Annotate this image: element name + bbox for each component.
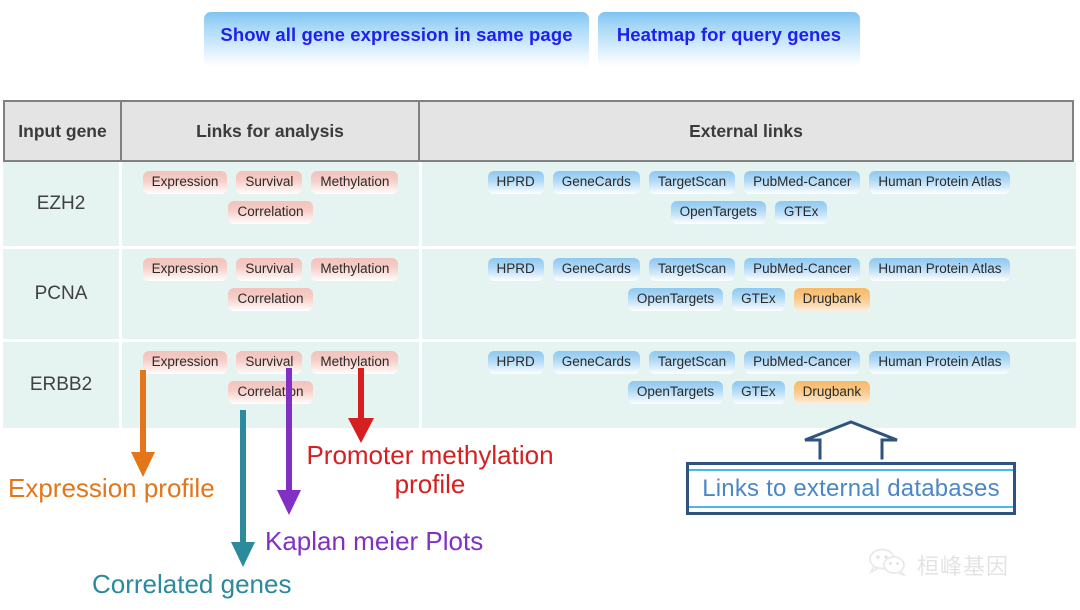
analysis-badge-row: Expression Survival Methylation — [122, 171, 419, 195]
external-links-cell: HPRD GeneCards TargetScan PubMed-Cancer Huma… — [422, 162, 1076, 246]
analysis-link-correlation[interactable]: Correlation — [228, 288, 313, 312]
watermark-text: 桓峰基因 — [917, 554, 1010, 580]
external-link-pubmed-cancer[interactable]: PubMed-Cancer — [744, 171, 861, 195]
external-link-genecards[interactable]: GeneCards — [552, 258, 640, 282]
external-link-gtex[interactable]: GTEx — [732, 381, 785, 405]
external-badge-row: HPRD GeneCards TargetScan PubMed-Cancer Huma… — [422, 171, 1076, 195]
external-link-hprd[interactable]: HPRD — [487, 171, 544, 195]
external-link-drugbank[interactable]: Drugbank — [793, 288, 871, 312]
analysis-badge-row: Correlation — [122, 381, 419, 405]
wechat-icon — [868, 548, 908, 581]
analysis-link-expression[interactable]: Expression — [142, 171, 228, 195]
external-link-gtex[interactable]: GTEx — [774, 201, 828, 225]
gene-name-cell: ERBB2 — [3, 342, 122, 428]
external-link-human-protein-atlas[interactable]: Human Protein Atlas — [869, 351, 1011, 375]
external-link-hprd[interactable]: HPRD — [487, 351, 544, 375]
callout-bottom-accent-line — [689, 506, 1013, 508]
show-all-gene-expression-button[interactable]: Show all gene expression in same page — [204, 12, 589, 68]
gene-name-cell: EZH2 — [3, 162, 122, 246]
analysis-link-expression[interactable]: Expression — [142, 351, 228, 375]
external-link-human-protein-atlas[interactable]: Human Protein Atlas — [869, 171, 1011, 195]
external-badge-row: OpenTargets GTEx — [422, 201, 1076, 225]
external-databases-callout: Links to external databases — [686, 462, 1016, 515]
external-link-targetscan[interactable]: TargetScan — [648, 171, 736, 195]
column-header-input-gene: Input gene — [3, 100, 122, 162]
external-badge-row: OpenTargets GTEx Drugbank — [422, 288, 1076, 312]
watermark: 桓峰基因 — [868, 548, 1009, 581]
external-badge-row: OpenTargets GTEx Drugbank — [422, 381, 1076, 405]
analysis-badge-row: Expression Survival Methylation — [122, 351, 419, 375]
annotation-expression-profile: Expression profile — [8, 473, 215, 503]
analysis-link-methylation[interactable]: Methylation — [311, 351, 399, 375]
analysis-link-correlation[interactable]: Correlation — [228, 201, 313, 225]
analysis-link-methylation[interactable]: Methylation — [311, 258, 399, 282]
arrow-correlated-genes — [231, 410, 255, 567]
gene-name-cell: PCNA — [3, 249, 122, 339]
external-links-cell: HPRD GeneCards TargetScan PubMed-Cancer Huma… — [422, 249, 1076, 339]
analysis-badge-row: Correlation — [122, 288, 419, 312]
external-link-targetscan[interactable]: TargetScan — [648, 351, 736, 375]
external-link-drugbank[interactable]: Drugbank — [793, 381, 871, 405]
external-link-genecards[interactable]: GeneCards — [552, 171, 640, 195]
table-header-row: Input gene Links for analysis External l… — [3, 100, 1076, 162]
external-link-human-protein-atlas[interactable]: Human Protein Atlas — [869, 258, 1011, 282]
analysis-link-survival[interactable]: Survival — [236, 171, 303, 195]
arrow-up-external-databases — [804, 420, 898, 465]
top-action-bar: Show all gene expression in same page He… — [0, 12, 1080, 78]
annotation-promoter-methylation-profile: Promoter methylation profile — [306, 440, 554, 500]
annotation-kaplan-meier-plots: Kaplan meier Plots — [265, 526, 484, 556]
external-link-pubmed-cancer[interactable]: PubMed-Cancer — [744, 258, 861, 282]
external-link-genecards[interactable]: GeneCards — [552, 351, 640, 375]
external-link-gtex[interactable]: GTEx — [732, 288, 785, 312]
column-header-external-links: External links — [418, 100, 1074, 162]
external-link-pubmed-cancer[interactable]: PubMed-Cancer — [744, 351, 861, 375]
analysis-link-survival[interactable]: Survival — [236, 351, 303, 375]
gene-links-table: Input gene Links for analysis External l… — [3, 100, 1076, 428]
column-header-links-for-analysis: Links for analysis — [120, 100, 420, 162]
external-link-opentargets[interactable]: OpenTargets — [627, 381, 724, 405]
external-link-opentargets[interactable]: OpenTargets — [670, 201, 766, 225]
external-link-opentargets[interactable]: OpenTargets — [627, 288, 724, 312]
external-badge-row: HPRD GeneCards TargetScan PubMed-Cancer Huma… — [422, 258, 1076, 282]
external-link-targetscan[interactable]: TargetScan — [648, 258, 736, 282]
analysis-badge-row: Expression Survival Methylation — [122, 258, 419, 282]
external-links-cell: HPRD GeneCards TargetScan PubMed-Cancer Huma… — [422, 342, 1076, 428]
analysis-link-methylation[interactable]: Methylation — [311, 171, 399, 195]
callout-top-accent-line — [689, 469, 1013, 471]
analysis-link-survival[interactable]: Survival — [236, 258, 303, 282]
analysis-badge-row: Correlation — [122, 201, 419, 225]
annotation-correlated-genes: Correlated genes — [92, 569, 292, 599]
heatmap-for-query-genes-button[interactable]: Heatmap for query genes — [598, 12, 860, 68]
analysis-link-correlation[interactable]: Correlation — [228, 381, 313, 405]
external-badge-row: HPRD GeneCards TargetScan PubMed-Cancer Huma… — [422, 351, 1076, 375]
analysis-link-expression[interactable]: Expression — [142, 258, 228, 282]
external-link-hprd[interactable]: HPRD — [487, 258, 544, 282]
external-databases-label: Links to external databases — [702, 474, 1000, 502]
